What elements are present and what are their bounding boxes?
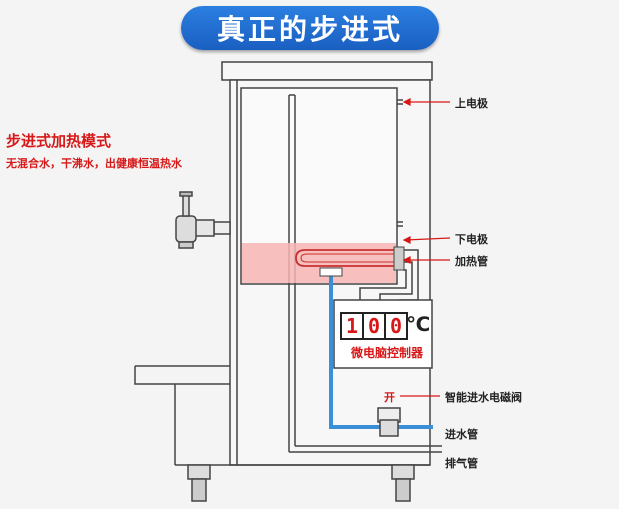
hot-water-zone <box>242 243 396 283</box>
temperature-unit: ℃ <box>406 312 431 336</box>
mode-title: 步进式加热模式 <box>6 132 112 150</box>
inlet-pipe-line <box>329 272 433 429</box>
label-valve-open: 开 <box>384 391 395 404</box>
display-digit: 0 <box>362 312 386 340</box>
heating-element <box>295 249 395 267</box>
mode-subtitle: 无混合水，干沸水，出健康恒温热水 <box>6 157 182 170</box>
label-upper-electrode: 上电极 <box>455 97 488 110</box>
label-heating-tube: 加热管 <box>455 255 488 268</box>
banner-title: 真正的步进式 <box>216 13 403 46</box>
label-solenoid-valve: 智能进水电磁阀 <box>445 391 522 404</box>
display-digit: 0 <box>384 312 408 340</box>
label-inlet-pipe: 进水管 <box>445 428 478 441</box>
top-cap <box>221 61 433 81</box>
label-lower-electrode: 下电极 <box>455 233 488 246</box>
valve-body <box>379 419 399 437</box>
display-digit: 1 <box>340 312 364 340</box>
label-exhaust-pipe: 排气管 <box>445 457 478 470</box>
faucet-body <box>175 215 197 243</box>
title-banner: 真正的步进式 <box>181 6 439 50</box>
controller-label: 微电脑控制器 <box>350 346 423 360</box>
